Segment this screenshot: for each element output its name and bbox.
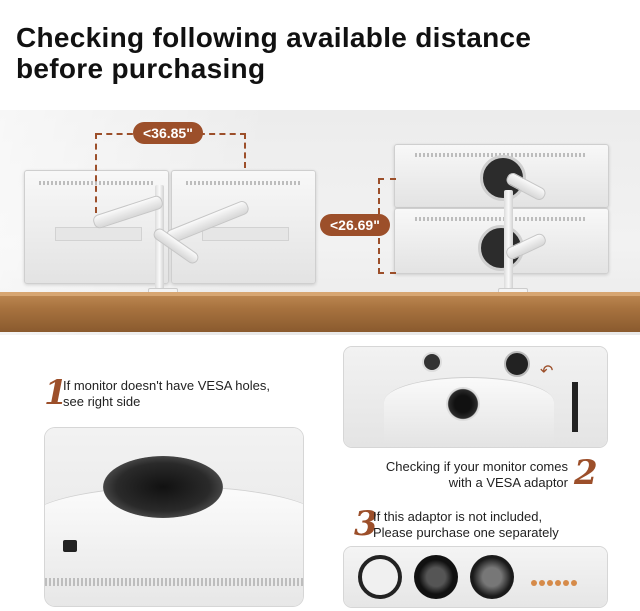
page-title: Checking following available distance be… (16, 22, 626, 84)
title-line-2: before purchasing (16, 53, 266, 84)
arrow-icon: ↶ (540, 363, 554, 380)
screw-icon (539, 580, 545, 586)
screw-icon (531, 580, 537, 586)
screw-icon (571, 580, 577, 586)
bracket-icon (572, 382, 578, 432)
monitor-panel (55, 227, 142, 241)
monitor-vent (415, 217, 585, 221)
screws-icon (530, 573, 578, 591)
width-guide-left (95, 133, 97, 213)
adaptor-cup-icon (414, 555, 458, 599)
monitor-vent (45, 578, 303, 586)
adaptor-ring-icon (470, 555, 514, 599)
screw-icon (555, 580, 561, 586)
width-dimension-badge: <36.85" (133, 122, 203, 144)
step-2-text: Checking if your monitor comes with a VE… (354, 459, 568, 491)
desk-surface (0, 292, 640, 332)
height-dimension-label: <26.69" (330, 217, 380, 233)
screw-icon (547, 580, 553, 586)
title-line-1: Checking following available distance (16, 22, 532, 53)
step-1-text: If monitor doesn't have VESA holes, see … (63, 378, 270, 410)
step-3-text: If this adaptor is not included, Please … (373, 509, 559, 541)
monitor-back-photo (45, 428, 303, 606)
adaptor-part-icon (504, 351, 530, 377)
monitor-stand-hub (103, 456, 223, 518)
adaptor-ring-icon (422, 352, 442, 372)
height-dimension-badge: <26.69" (320, 214, 390, 236)
adaptor-plate-icon (358, 555, 402, 599)
power-switch (63, 540, 77, 552)
vesa-adaptor-photo: ↶ (344, 347, 607, 447)
step-2-line-1: Checking if your monitor comes (385, 459, 568, 474)
screw-icon (563, 580, 569, 586)
step-3-line-2: Please purchase one separately (373, 525, 559, 540)
desk-edge (0, 292, 640, 296)
step-2-number: 2 (574, 453, 598, 493)
adaptor-parts-photo (344, 547, 607, 607)
step-1-number: 1 (44, 373, 68, 413)
width-dimension-label: <36.85" (143, 125, 193, 141)
height-guide-top (378, 178, 396, 180)
mount-pole (504, 190, 513, 290)
monitor-panel (202, 227, 289, 241)
width-guide-right (244, 133, 246, 168)
vesa-adaptor-mounted (446, 387, 480, 421)
monitor-vent (186, 181, 301, 185)
step-1-line-2: see right side (63, 394, 141, 409)
step-2-line-2: with a VESA adaptor (448, 475, 568, 490)
step-3-number: 3 (354, 504, 378, 544)
right-monitor (171, 170, 316, 284)
step-1-line-1: If monitor doesn't have VESA holes, (63, 378, 270, 393)
step-3-line-1: If this adaptor is not included, (373, 509, 543, 524)
height-guide-bottom (378, 272, 396, 274)
